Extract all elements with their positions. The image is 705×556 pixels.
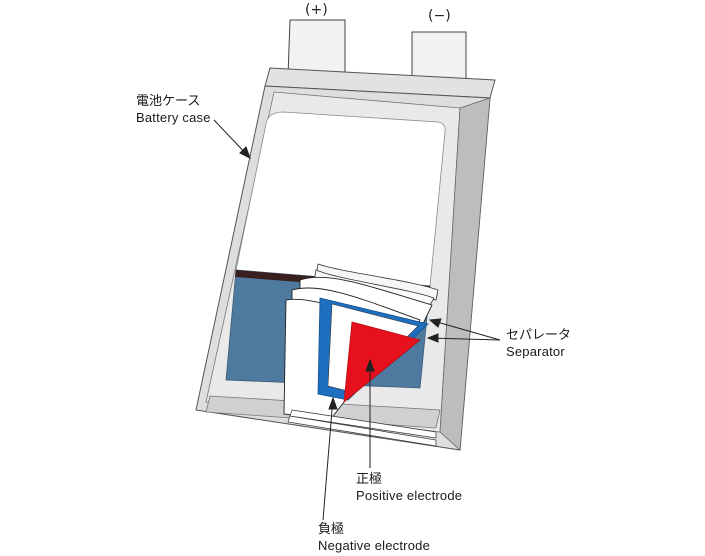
negative-electrode-label: 負極 Negative electrode bbox=[318, 520, 430, 554]
negative-electrode-label-jp: 負極 bbox=[318, 521, 345, 536]
separator-leader-bottom bbox=[427, 337, 501, 341]
leader-lines bbox=[213, 119, 501, 521]
positive-electrode-label: 正極 Positive electrode bbox=[356, 470, 462, 504]
positive-electrode-label-jp: 正極 bbox=[356, 471, 383, 486]
separator-label-jp: セパレータ bbox=[506, 327, 572, 342]
positive-terminal bbox=[287, 19, 346, 77]
battery-case-arrowhead bbox=[239, 146, 251, 160]
separator-leader-top bbox=[429, 319, 501, 341]
separator-arrowhead-bottom bbox=[426, 333, 439, 343]
positive-electrode-layer bbox=[343, 321, 421, 403]
negative-electrode-arrowhead bbox=[328, 396, 338, 410]
negative-terminal bbox=[411, 31, 467, 83]
battery-case-label-jp: 電池ケース bbox=[136, 93, 201, 108]
separator-label: セパレータ Separator bbox=[506, 326, 571, 360]
positive-terminal-label: (+) bbox=[305, 2, 328, 18]
separator-label-en: Separator bbox=[506, 344, 565, 359]
positive-electrode-arrowhead bbox=[365, 358, 375, 372]
battery-case-label: 電池ケース Battery case bbox=[136, 92, 211, 126]
negative-electrode-label-en: Negative electrode bbox=[318, 538, 430, 553]
negative-terminal-label: (−) bbox=[428, 8, 451, 24]
negative-electrode-leader bbox=[322, 397, 334, 521]
electrode-stack bbox=[283, 263, 439, 447]
positive-electrode-label-en: Positive electrode bbox=[356, 488, 463, 503]
separator-arrowhead-top bbox=[428, 318, 442, 328]
battery-case-label-en: Battery case bbox=[136, 110, 211, 125]
